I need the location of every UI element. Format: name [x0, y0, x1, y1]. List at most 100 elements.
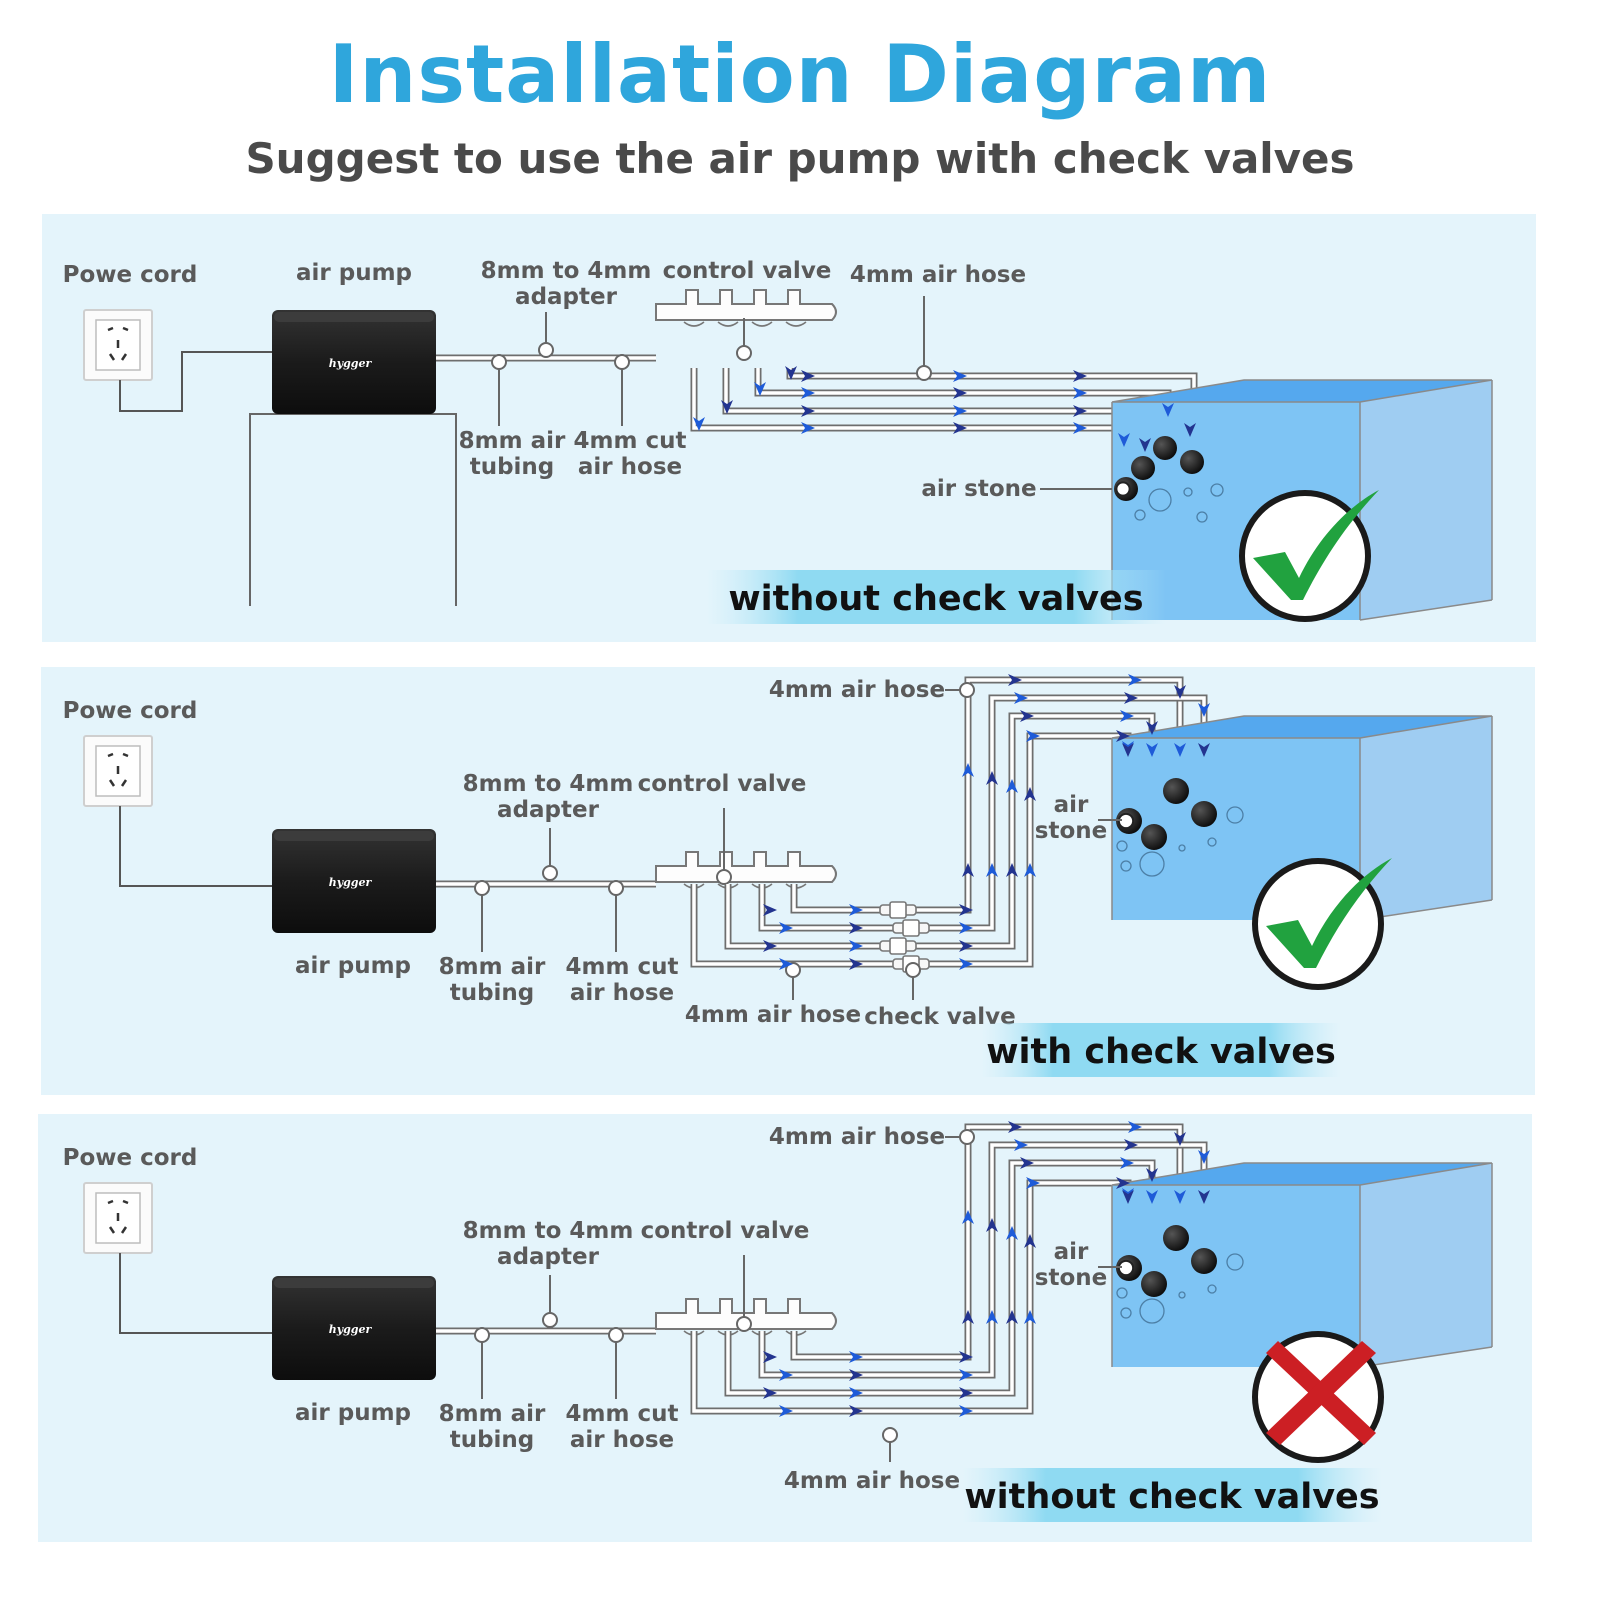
bubble-icon	[1116, 1287, 1128, 1299]
flow-arrow-icon	[849, 958, 863, 970]
flow-arrow-icon	[1014, 692, 1028, 704]
outlet-slot	[122, 326, 129, 332]
pump-top-edge	[274, 312, 434, 322]
flow-arrow-icon	[1146, 1190, 1158, 1204]
flow-arrow-icon	[953, 422, 967, 434]
flow-arrow-icon	[1184, 423, 1196, 437]
panel-caption: with check valves	[986, 1032, 1336, 1072]
flow-arrow-icon	[801, 387, 815, 399]
bubble-icon	[1139, 851, 1165, 877]
flow-arrow-icon	[1198, 743, 1210, 757]
water-surface	[1112, 716, 1492, 738]
callout-dot	[716, 869, 732, 885]
flow-arrow-icon	[693, 417, 705, 431]
flow-arrow-icon	[849, 1369, 863, 1381]
pump-brand-logo: hygger	[329, 876, 373, 889]
air-pump-label: air pump	[296, 260, 412, 286]
flow-arrow-icon	[1014, 1139, 1028, 1151]
caption-band	[706, 570, 1166, 624]
air-stone-icon	[1180, 450, 1204, 474]
cross-badge-icon	[1252, 1331, 1384, 1463]
pump-brand-logo: hygger	[329, 1323, 373, 1336]
air-tubing-label: 8mm air	[459, 428, 566, 454]
flow-arrow-icon	[779, 958, 793, 970]
flow-arrow-icon	[1073, 422, 1087, 434]
caption-band	[962, 1468, 1382, 1522]
pump-top-edge	[274, 1278, 434, 1288]
flow-arrow-icon	[1118, 433, 1130, 447]
tank-edge	[1359, 599, 1493, 621]
flow-arrow-icon	[1198, 1150, 1210, 1164]
air-hose-label: 4mm air hose	[685, 1002, 861, 1028]
manifold-body	[655, 851, 837, 883]
manifold-knob	[785, 321, 807, 327]
cut-air-hose-label: 4mm cut	[566, 954, 679, 980]
air-stone-label: stone	[1035, 818, 1107, 844]
caption-band	[981, 1023, 1341, 1077]
control-valve-label: control valve	[638, 771, 807, 797]
flow-arrow-icon	[1128, 674, 1142, 686]
power-cord-label: Powe cord	[63, 698, 198, 724]
flow-arrow-icon	[763, 1387, 777, 1399]
callout-dot	[538, 342, 554, 358]
flow-arrow-icon	[721, 400, 733, 414]
air-stone-icon	[1141, 1271, 1167, 1297]
flow-arrow-icon	[959, 958, 973, 970]
callout-dot	[614, 354, 630, 370]
manifold-body	[655, 289, 837, 321]
flow-arrow-icon	[1122, 1190, 1134, 1204]
checkmark-badge-icon	[1239, 490, 1379, 622]
callout-dot	[608, 1327, 624, 1343]
flow-arrow-icon	[1073, 370, 1087, 382]
flow-arrow-icon	[1006, 863, 1018, 877]
flow-arrow-icon	[763, 904, 777, 916]
outlet-face	[95, 745, 141, 797]
flow-arrow-icon	[1139, 438, 1151, 452]
manifold-knob	[717, 321, 739, 327]
power-outlet-icon	[83, 309, 153, 381]
tank-side-water	[1360, 380, 1492, 620]
flow-arrow-icon	[1124, 692, 1138, 704]
adapter-label: adapter	[515, 284, 618, 310]
flow-arrow-icon	[1006, 1310, 1018, 1324]
flow-arrow-icon	[986, 1310, 998, 1324]
flow-arrow-icon	[1120, 1157, 1134, 1169]
water-surface	[1112, 380, 1492, 402]
flow-arrow-icon	[953, 370, 967, 382]
flow-arrow-icon	[1120, 710, 1134, 722]
adapter-label: adapter	[497, 797, 600, 823]
callout-dot	[491, 354, 507, 370]
cut-air-hose-label: air hose	[570, 1427, 674, 1453]
air-stone-label: stone	[1035, 1265, 1107, 1291]
flow-arrow-icon	[959, 940, 973, 952]
flow-arrow-icon	[1146, 721, 1158, 735]
air-stone-highlight	[1115, 481, 1131, 497]
flow-arrow-icon	[1198, 1190, 1210, 1204]
check-valve-icon	[892, 919, 930, 937]
outlet-slot	[108, 779, 116, 787]
flow-arrow-icon	[754, 382, 766, 396]
outlet-slot	[120, 1226, 128, 1234]
air-tubing-label: 8mm air	[439, 954, 546, 980]
flow-arrow-icon	[1024, 787, 1036, 801]
air-hose-label: 4mm air hose	[769, 677, 945, 703]
manifold-knob	[751, 321, 773, 327]
pump-body	[272, 829, 436, 933]
air-hose	[760, 1143, 1206, 1377]
bubble-icon	[1207, 837, 1217, 847]
flow-arrow-icon	[1174, 743, 1186, 757]
panel-caption: without check valves	[728, 579, 1143, 619]
callout-dot	[959, 1129, 975, 1145]
pump-top-edge	[274, 831, 434, 841]
callout-dot	[959, 682, 975, 698]
control-valve-label: control valve	[663, 258, 832, 284]
flow-arrow-icon	[1128, 1121, 1142, 1133]
flow-arrow-icon	[959, 1351, 973, 1363]
power-cord-label: Powe cord	[63, 1145, 198, 1171]
air-hose-label: 4mm air hose	[769, 1124, 945, 1150]
diagram-title: Installation Diagram	[328, 28, 1272, 121]
outlet-slot	[108, 1226, 116, 1234]
flow-arrow-icon	[849, 1405, 863, 1417]
power-outlet-icon	[83, 735, 153, 807]
